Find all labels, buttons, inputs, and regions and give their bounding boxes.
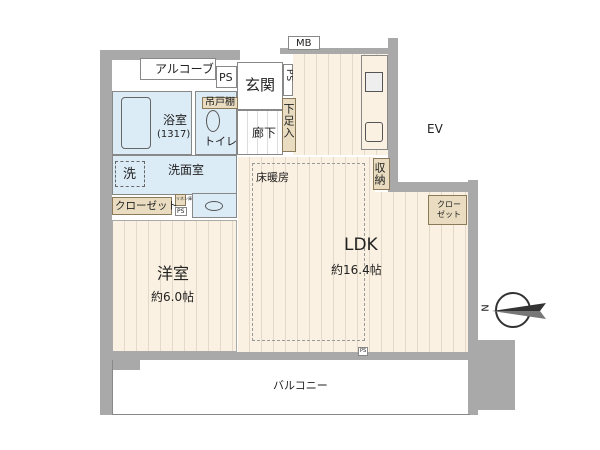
wall-left <box>100 50 112 415</box>
closet-right-label: クロー <box>437 200 461 209</box>
wall-top-right <box>280 48 398 54</box>
bath-size: (1317) <box>157 129 191 140</box>
stove-icon <box>365 72 383 92</box>
shoe-storage-label: 下足入 <box>282 103 295 139</box>
floor-heating-area <box>252 163 365 341</box>
closet-left-label: クローゼット <box>115 200 178 212</box>
wall-column <box>470 340 515 410</box>
wall-ldk-step <box>388 182 478 192</box>
closet-left: クローゼット <box>112 197 178 215</box>
alcove-label: アルコーブ <box>155 62 214 76</box>
bath-label: 浴室 <box>163 113 188 127</box>
ps-label: PS <box>219 71 233 84</box>
toilet-label: トイレ <box>204 135 237 148</box>
closet-right: クロー ゼット <box>428 195 467 225</box>
ps-small: PS <box>175 207 187 216</box>
ps-ldk: PS <box>358 347 368 356</box>
ps-label: PS <box>360 348 367 354</box>
linen-label: リネン庫 <box>176 196 192 201</box>
ps-box: PS <box>216 66 237 88</box>
closet-right-label: ゼット <box>437 210 461 219</box>
wall-right <box>468 180 478 415</box>
washroom: 洗 洗面室 <box>112 155 237 195</box>
floor-heating-label: 床暖房 <box>256 171 289 184</box>
bathroom: 浴室 (1317) <box>112 91 192 155</box>
vanity <box>192 193 237 218</box>
alcove: アルコーブ <box>140 58 216 80</box>
washroom-label: 洗面室 <box>168 163 205 177</box>
hallway-label: 廊下 <box>252 126 277 140</box>
storage: 収納 <box>373 158 390 190</box>
ldk-upper <box>238 157 375 352</box>
shoe-storage: 下足入 <box>282 98 296 152</box>
sink-icon <box>365 122 383 142</box>
ps-label: PS <box>284 69 294 83</box>
toilet-icon <box>206 110 220 132</box>
mb-label: MB <box>296 38 312 49</box>
mb-box: MB <box>288 36 320 50</box>
storage-label: 収納 <box>373 162 386 186</box>
north-label: N <box>478 304 490 312</box>
balcony-label: バルコニー <box>273 379 328 392</box>
entrance: 玄関 <box>237 62 283 110</box>
washer-label: 洗 <box>123 167 137 182</box>
wall-top <box>100 50 240 60</box>
toilet: 吊戸棚 トイレ <box>195 91 238 155</box>
western-room-size: 約6.0帖 <box>151 290 195 304</box>
wall-kitchen-right <box>388 38 398 190</box>
wall-cabinet: 吊戸棚 <box>202 97 238 109</box>
ps-label: PS <box>177 208 185 215</box>
entrance-label: 玄関 <box>245 76 276 94</box>
ev-label: EV <box>427 122 443 136</box>
linen-storage: リネン庫 <box>175 194 192 206</box>
basin-icon <box>205 201 223 211</box>
bathtub-icon <box>121 97 151 149</box>
washer-space: 洗 <box>115 161 145 187</box>
wall-cabinet-label: 吊戸棚 <box>205 97 235 108</box>
ldk-size: 約16.4帖 <box>331 263 382 277</box>
balcony: バルコニー <box>112 360 470 415</box>
ldk-label: LDK <box>344 235 378 255</box>
hallway: 廊下 <box>237 110 283 155</box>
compass-needle-icon <box>492 303 546 319</box>
western-room-label: 洋室 <box>157 264 190 283</box>
wall-bottom <box>112 352 470 360</box>
western-room: 洋室 約6.0帖 <box>112 220 237 352</box>
ps-narrow: PS <box>283 64 294 96</box>
